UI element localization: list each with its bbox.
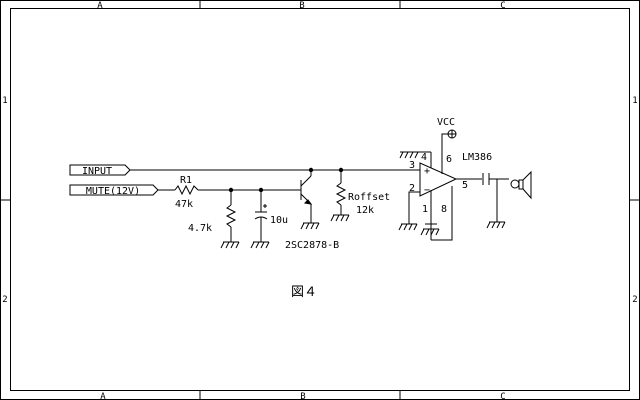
vcc-label: VCC [437,117,455,128]
pin-1-label: 1 [422,204,428,215]
junction-collector [308,167,314,173]
input-port-label: INPUT [82,166,112,177]
speaker-magnet [518,179,524,190]
pin-8-label: 8 [441,204,447,215]
amp-label: LM386 [462,152,492,163]
zone-label-right-2: 2 [632,295,637,305]
r1-value-label: 47k [175,199,193,210]
roffset-value-label: 12k [356,205,374,216]
ground-pin2 [398,223,418,231]
zone-label-left-1: 1 [2,96,7,106]
zone-label-bottom-a: A [100,392,106,400]
roffset-ref-label: Roffset [348,192,390,203]
ground-transistor [300,222,320,230]
zone-label-bottom-c: C [500,392,505,400]
zone-label-right-1: 1 [632,96,637,106]
pin-6-label: 6 [446,154,452,165]
transistor-symbol [300,170,312,223]
input-port [69,164,131,176]
pin-4-label: 4 [421,152,427,163]
pin-2-label: 2 [409,183,415,194]
transistor-emitter-arrow [303,199,313,205]
zone-label-left-2: 2 [2,295,7,305]
mute-port-label: MUTE(12V) [86,186,140,197]
ground-pin7 [420,228,440,236]
c1-value-label: 10u [270,215,288,226]
ground-r2 [220,241,240,249]
pin-3-label: 3 [409,160,415,171]
zone-label-bottom-b: B [300,392,305,400]
lm386-triangle [419,162,458,197]
zone-label-top-b: B [299,1,304,11]
mute-port [69,184,159,196]
zone-label-top-a: A [97,1,103,11]
figure-caption: 図４ [291,285,317,300]
ground-c1 [250,241,270,249]
ground-speaker [486,221,506,229]
roffset-resistor [335,182,347,206]
speaker-cone [522,170,532,200]
pin2-wire [408,191,420,224]
r1-ref-label: R1 [180,175,192,186]
speaker-terminal [510,179,520,189]
ground-roffset [330,214,350,222]
r2-value-label: 4.7k [188,223,212,234]
r1-resistor [174,184,199,196]
pin8-loop [431,186,453,241]
r2-resistor [225,204,237,228]
transistor-label: 2SC2878-B [285,240,339,251]
pin-plus-label: + [424,166,430,177]
pin-5-label: 5 [462,180,468,191]
inner-border [10,8,630,391]
ground-pin4 [399,151,423,159]
zone-label-top-c: C [500,1,505,11]
vcc-link [441,133,448,137]
pin-minus-label: − [424,185,430,196]
